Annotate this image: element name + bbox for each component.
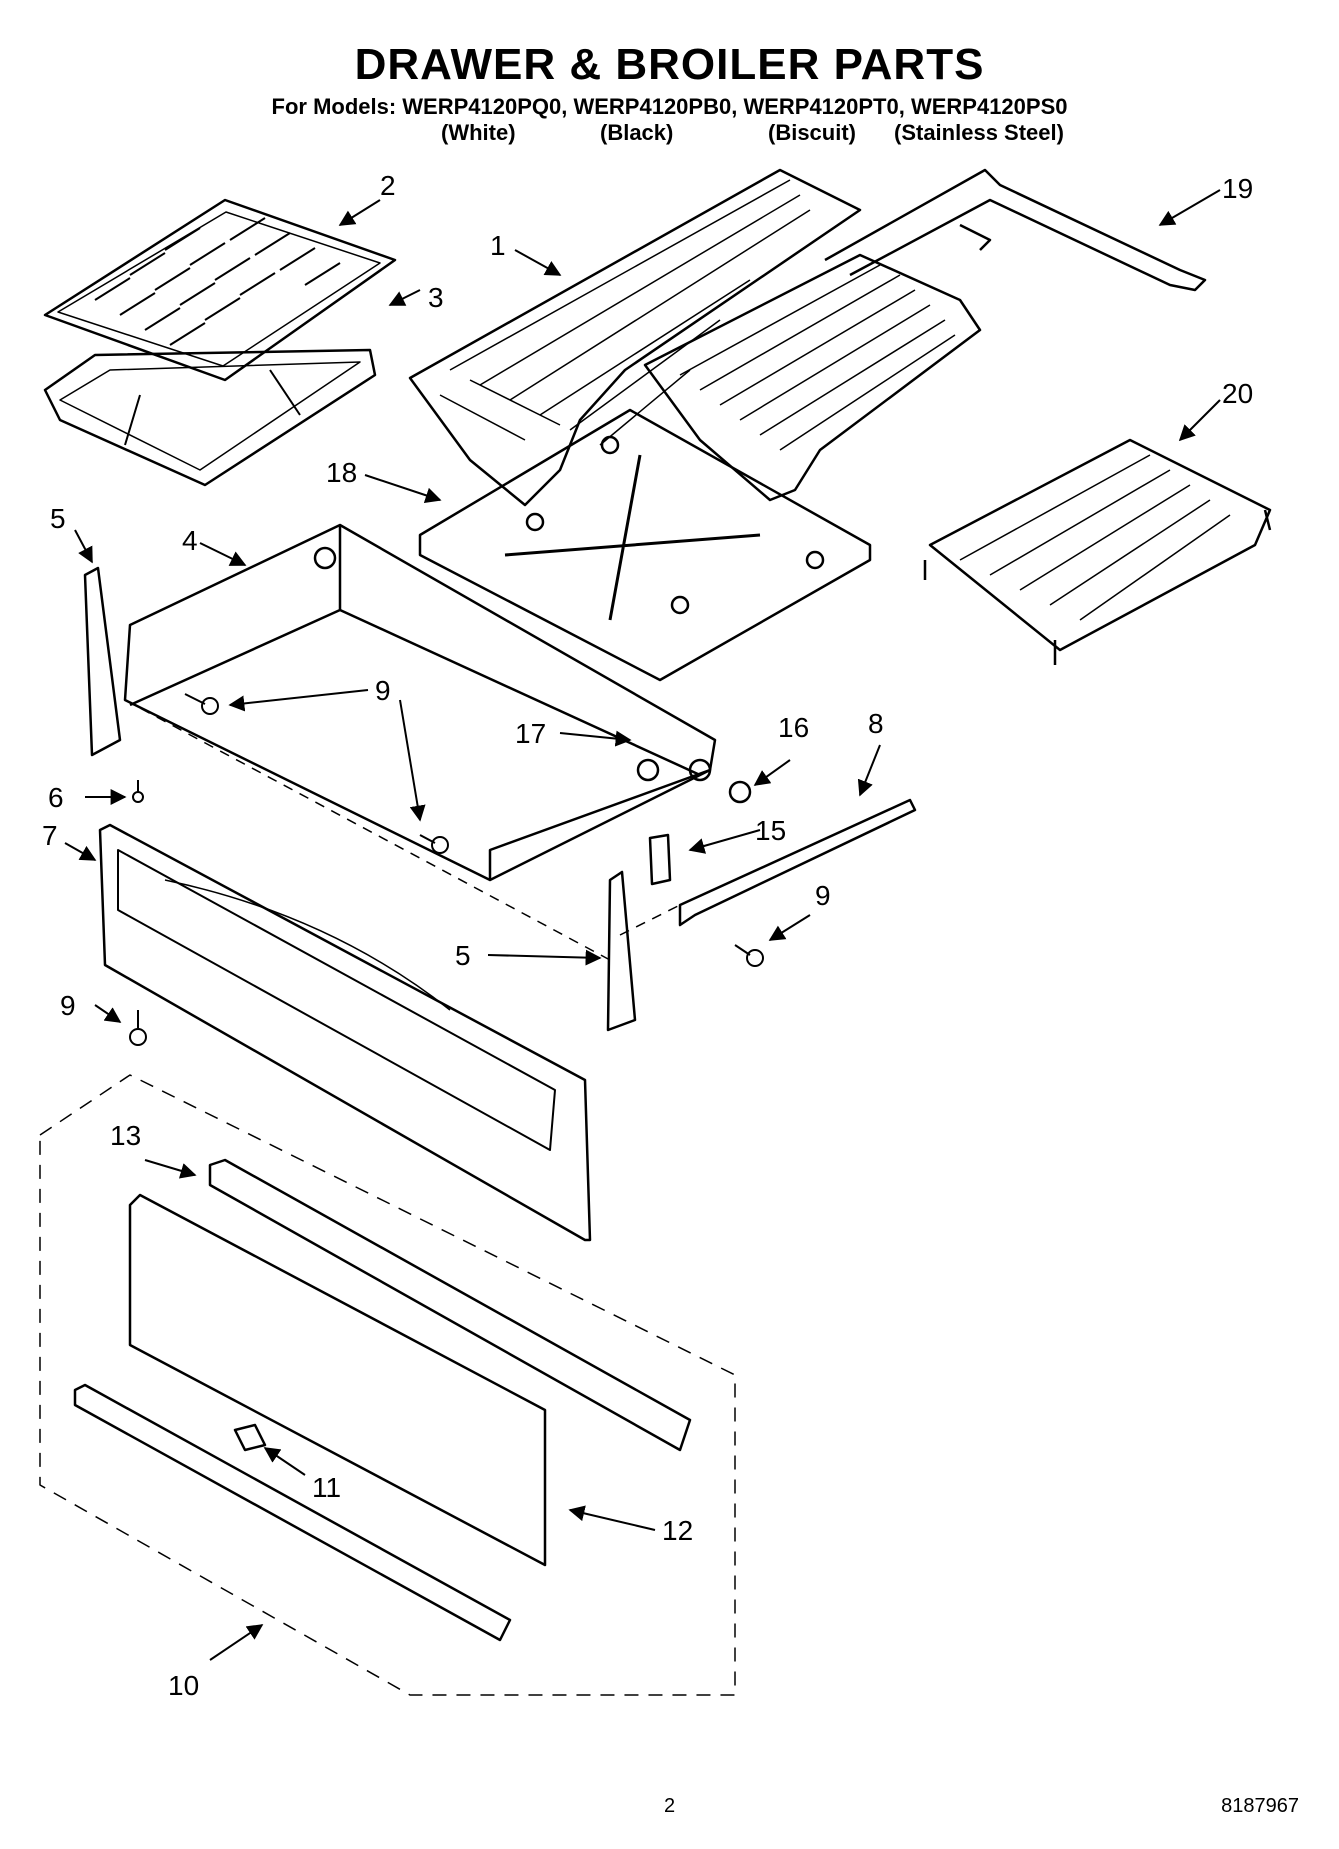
callout-7: 7 — [42, 820, 58, 851]
part-panel-trim — [208, 1158, 692, 1452]
callout-18: 18 — [326, 457, 357, 488]
color-biscuit: (Biscuit) — [768, 120, 856, 145]
part-slide-right — [606, 870, 637, 1032]
color-black: (Black) — [600, 120, 674, 145]
callout-20: 20 — [1222, 378, 1253, 409]
callout-2: 2 — [380, 170, 396, 201]
callout-13: 13 — [110, 1120, 141, 1151]
callout-17: 17 — [515, 718, 546, 749]
callout-labels: 2 3 1 19 20 18 4 5 9 17 16 8 15 9 5 6 7 … — [42, 170, 1253, 1701]
part-slide-left — [83, 566, 122, 757]
callout-5a: 5 — [50, 503, 66, 534]
part-nut — [636, 758, 660, 782]
color-white: (White) — [441, 120, 516, 145]
part-drawer-front — [98, 823, 592, 1242]
callout-12: 12 — [662, 1515, 693, 1546]
callout-9b: 9 — [815, 880, 831, 911]
drawer-panel-kit-outline — [39, 1074, 736, 1696]
page-title: DRAWER & BROILER PARTS — [354, 40, 985, 89]
callout-10: 10 — [168, 1670, 199, 1701]
callout-11: 11 — [312, 1472, 341, 1503]
part-drawer-body — [123, 523, 717, 882]
callout-9a: 9 — [375, 675, 391, 706]
callout-19: 19 — [1222, 173, 1253, 204]
part-rollout-rack — [923, 438, 1272, 665]
models-line: For Models: WERP4120PQ0, WERP4120PB0, WE… — [271, 94, 1068, 119]
callout-16: 16 — [778, 712, 809, 743]
callout-6: 6 — [48, 782, 64, 813]
part-oven-rack-2 — [643, 253, 982, 502]
leader-lines — [64, 189, 1221, 1661]
callout-5b: 5 — [455, 940, 471, 971]
part-bottom-panel — [418, 408, 872, 682]
callout-15: 15 — [755, 815, 786, 846]
page-number: 2 — [663, 1795, 676, 1817]
screw-parts — [129, 693, 764, 1046]
callout-8: 8 — [868, 708, 884, 739]
color-stainless: (Stainless Steel) — [894, 120, 1064, 145]
document-number: 8187967 — [1221, 1795, 1299, 1817]
part-drawer-stop — [728, 780, 752, 804]
callout-1: 1 — [490, 230, 506, 261]
callout-4: 4 — [182, 525, 198, 556]
part-broiler-pan — [43, 348, 377, 487]
part-clip — [233, 1423, 267, 1452]
part-glass-panel — [128, 1193, 547, 1567]
callout-9c: 9 — [60, 990, 76, 1021]
callout-3: 3 — [428, 282, 444, 313]
part-bracket — [648, 833, 672, 886]
part-broiler-grid — [43, 198, 397, 382]
part-bottom-trim — [73, 1383, 512, 1642]
part-rack-support — [824, 168, 1207, 292]
part-drawer-rail — [678, 798, 917, 927]
